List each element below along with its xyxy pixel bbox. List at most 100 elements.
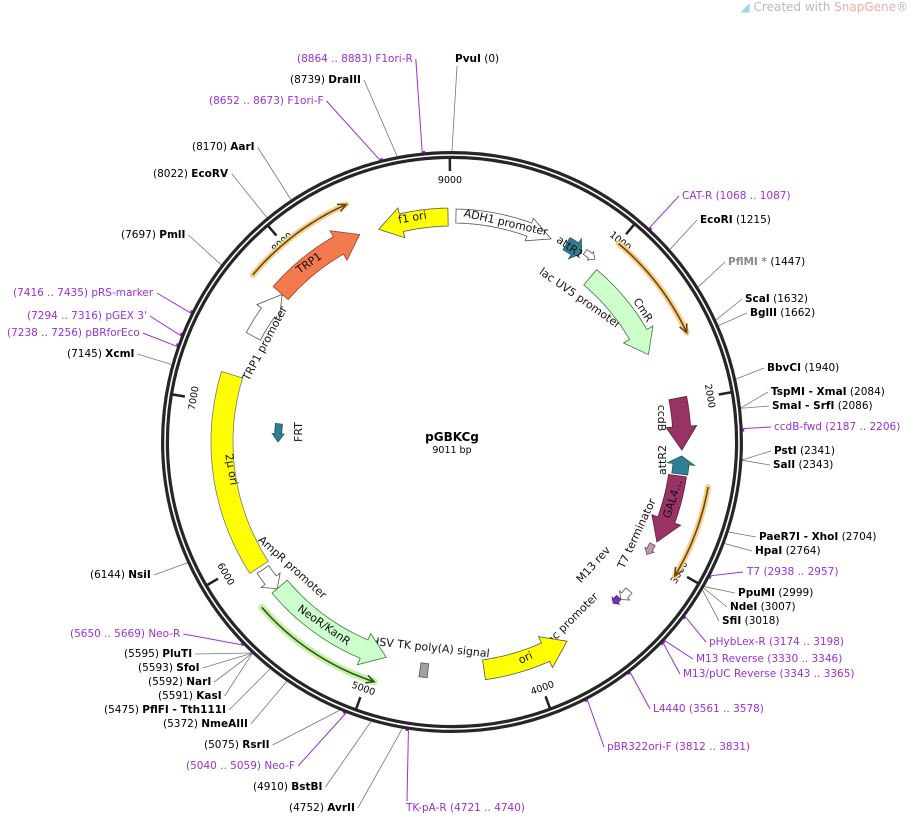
primer-label[interactable]: ccdB-fwd (2187 .. 2206) (774, 421, 900, 433)
feature-arrow[interactable] (582, 248, 596, 261)
leader-line (195, 652, 252, 655)
primer-label[interactable]: M13 Reverse (3330 .. 3346) (696, 653, 842, 665)
enzyme-site-label[interactable]: PvuI (0) (455, 53, 499, 65)
leader-line (202, 652, 252, 669)
enzyme-site-label[interactable]: PaeR7I - XhoI (2704) (759, 531, 877, 543)
enzyme-site-label[interactable]: (8739) DraIII (290, 74, 361, 86)
feature-arrow[interactable] (377, 207, 449, 239)
enzyme-position: (7697) (121, 229, 159, 241)
orf-arrow[interactable] (674, 486, 709, 577)
enzyme-site-label[interactable]: (5595) PluTI (124, 648, 192, 660)
enzyme-site-label[interactable]: BglII (1662) (750, 307, 815, 319)
feature-arrow[interactable] (651, 473, 687, 543)
enzyme-name: SfiI (722, 615, 741, 627)
leader-line (224, 653, 253, 697)
primer-label[interactable]: pHybLex-R (3174 .. 3198) (709, 636, 844, 648)
enzyme-site-label[interactable]: (5592) NarI (148, 676, 211, 688)
enzyme-site-label[interactable]: (4910) BstBI (253, 781, 322, 793)
primer-label[interactable]: M13/pUC Reverse (3343 .. 3365) (683, 668, 855, 680)
enzyme-site-label[interactable]: TspMI - XmaI (2084) (771, 386, 885, 398)
enzyme-site-label[interactable]: SfiI (3018) (722, 615, 780, 627)
enzyme-site-label[interactable]: (8022) EcoRV (153, 168, 229, 180)
feature-arrow[interactable] (482, 636, 568, 681)
plasmid-name: pGBKCg (425, 430, 479, 444)
enzyme-site-label[interactable]: ScaI (1632) (745, 293, 808, 305)
primer-label[interactable]: (7294 .. 7316) pGEX 3' (27, 310, 147, 322)
feature-arrow[interactable] (418, 662, 430, 679)
enzyme-site-label[interactable]: (4752) AvrII (289, 802, 355, 814)
enzyme-site-label[interactable]: PflMI * (1447) (728, 256, 805, 268)
orf-arrow[interactable] (261, 606, 375, 683)
enzyme-site-label[interactable]: PstI (2341) (774, 445, 835, 457)
orf-arrowhead-icon (679, 323, 688, 335)
feature-arrow[interactable] (455, 208, 552, 242)
orf-arrow[interactable] (252, 203, 347, 276)
enzyme-site-label[interactable]: (7145) XcmI (67, 348, 134, 360)
enzyme-name: PpuMI (738, 587, 775, 599)
primer-label[interactable]: (8652 .. 8673) F1ori-F (209, 95, 324, 107)
primer-label[interactable]: (5040 .. 5059) Neo-F (186, 760, 295, 772)
primer-label[interactable]: TK-pA-R (4721 .. 4740) (405, 802, 525, 814)
primer-label[interactable]: (5650 .. 5669) Neo-R (70, 628, 180, 640)
feature-arrow[interactable] (583, 269, 654, 356)
enzyme-name: DraIII (328, 74, 361, 86)
feature-arrow[interactable] (665, 395, 698, 451)
enzyme-site-label[interactable]: (5593) SfoI (138, 662, 200, 674)
enzyme-site-label[interactable]: (6144) NsiI (90, 569, 151, 581)
enzyme-site-label[interactable]: (5372) NmeAIII (163, 718, 248, 730)
enzyme-site-label[interactable]: (7697) PmlI (121, 229, 185, 241)
enzyme-site-label[interactable]: HpaI (2764) (755, 545, 821, 557)
enzyme-name: BstBI (291, 781, 322, 793)
enzyme-site-label[interactable]: (5075) RsrII (204, 739, 270, 751)
enzyme-site-label[interactable]: SalI (2343) (773, 459, 833, 471)
feature-arrow[interactable] (210, 370, 269, 574)
enzyme-name: EcoRI (700, 214, 733, 226)
enzyme-site-label[interactable]: PpuMI (2999) (738, 587, 813, 599)
enzyme-site-label[interactable]: (8170) AarI (192, 141, 255, 153)
primer-name: pRS-marker (91, 287, 154, 299)
enzyme-site-label[interactable]: EcoRI (1215) (700, 214, 771, 226)
feature-arrow[interactable] (271, 422, 285, 443)
primer-label[interactable]: pBR322ori-F (3812 .. 3831) (607, 741, 750, 753)
feature-arrow[interactable] (562, 237, 583, 260)
enzyme-name: PluTI (162, 648, 192, 660)
enzyme-name: AarI (230, 141, 254, 153)
feature-arrow[interactable] (271, 579, 387, 666)
feature-label: T7 terminator (615, 496, 659, 571)
enzyme-position: (1662) (777, 307, 815, 319)
feature-arrow[interactable] (272, 230, 361, 301)
enzyme-position: (8739) (290, 74, 328, 86)
backbone-gap (164, 154, 740, 730)
enzyme-name: BbvCI (767, 362, 801, 374)
enzyme-position: (3007) (757, 601, 795, 613)
feature-arrow[interactable] (618, 587, 633, 601)
leader-line (586, 699, 605, 748)
primer-label[interactable]: L4440 (3561 .. 3578) (653, 703, 764, 715)
feature-label: M13 rev (574, 543, 614, 585)
enzyme-site-label[interactable]: NdeI (3007) (730, 601, 796, 613)
feature-arrow[interactable] (245, 293, 283, 341)
tick-mark (354, 696, 362, 710)
primer-label[interactable]: CAT-R (1068 .. 1087) (682, 190, 791, 202)
enzyme-position: (4910) (253, 781, 291, 793)
feature-arrow[interactable] (611, 594, 622, 605)
orf-arrow[interactable] (617, 242, 688, 333)
feature-arrow[interactable] (256, 565, 281, 590)
primer-label[interactable]: T7 (2938 .. 2957) (746, 566, 838, 578)
enzyme-position: (1632) (770, 293, 808, 305)
enzyme-position: (4752) (289, 802, 327, 814)
leader-line (325, 721, 372, 788)
enzyme-site-label[interactable]: SmaI - SrfI (2086) (772, 400, 873, 412)
primer-label[interactable]: (8864 .. 8883) F1ori-R (297, 53, 413, 65)
enzyme-site-label[interactable]: (5475) PflFI - Tth111I (104, 704, 226, 716)
feature-arrow[interactable] (665, 455, 696, 476)
enzyme-position: (1940) (801, 362, 839, 374)
feature-label: ori (516, 649, 534, 667)
enzyme-position: (8170) (192, 141, 230, 153)
primer-label[interactable]: (7238 .. 7256) pBRforEco (7, 327, 140, 339)
enzyme-position: (8022) (153, 168, 191, 180)
enzyme-site-label[interactable]: BbvCI (1940) (767, 362, 839, 374)
feature-arrow[interactable] (644, 542, 656, 556)
enzyme-site-label[interactable]: (5591) KasI (158, 690, 222, 702)
primer-label[interactable]: (7416 .. 7435) pRS-marker (13, 287, 154, 299)
